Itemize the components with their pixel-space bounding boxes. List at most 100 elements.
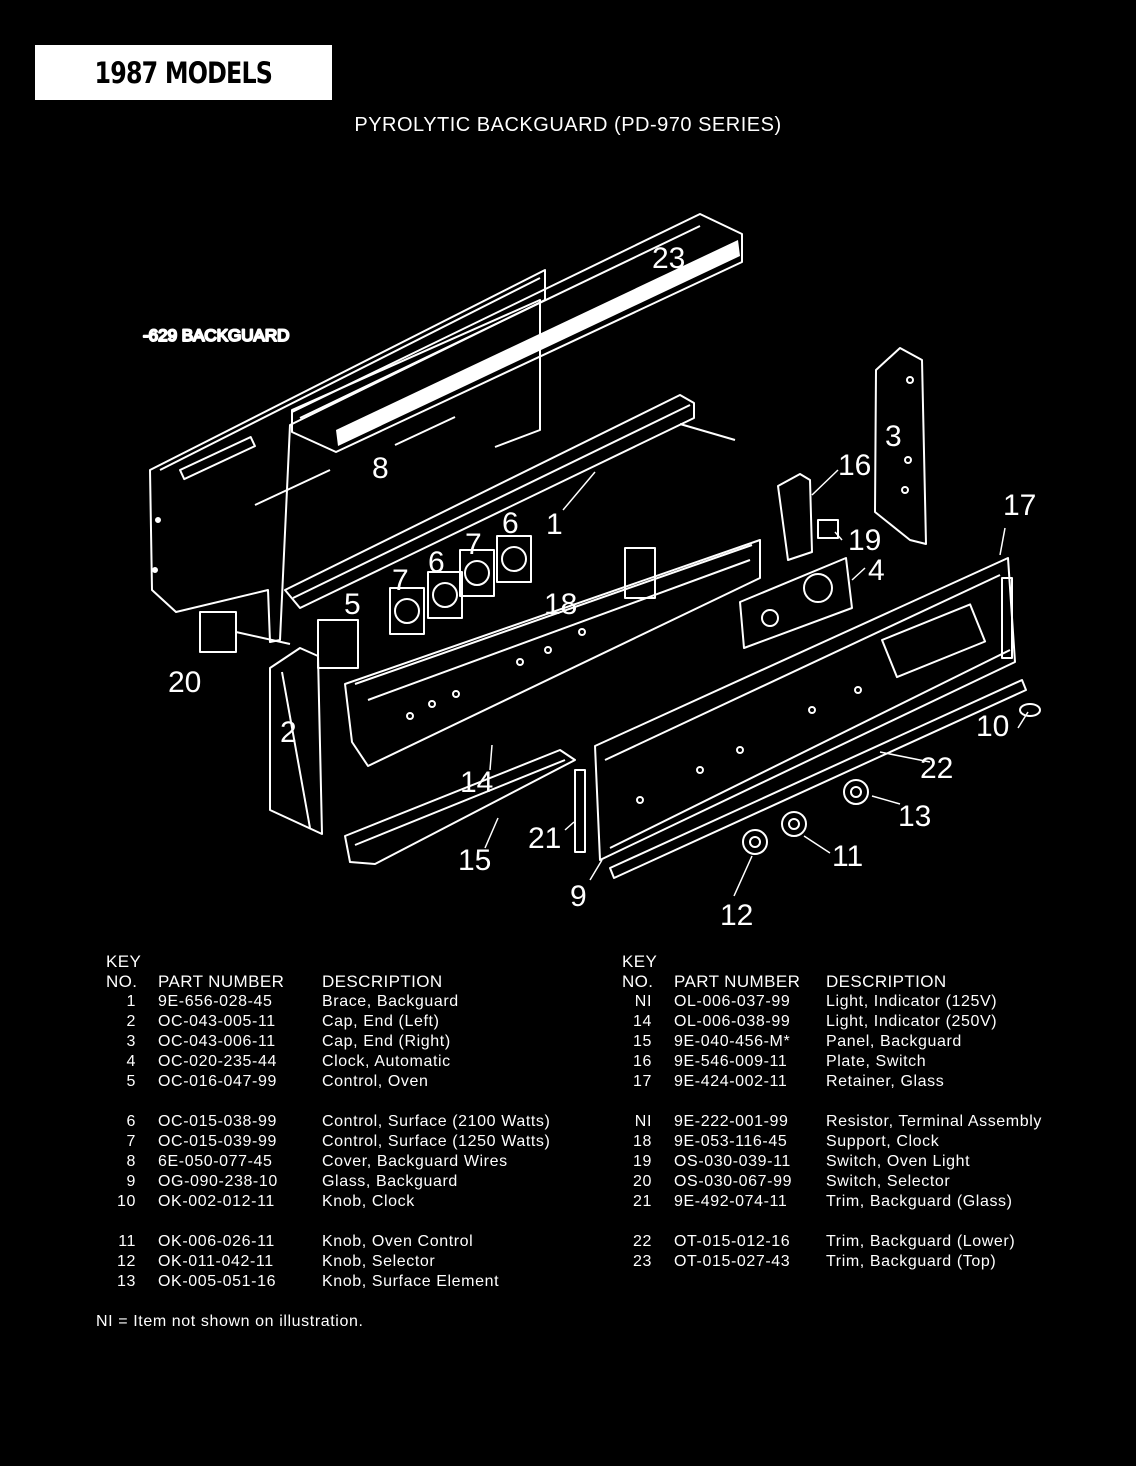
description: Panel, Backguard bbox=[826, 1033, 962, 1050]
key-no: 3 bbox=[126, 1033, 136, 1050]
footnote: NI = Item not shown on illustration. bbox=[96, 1313, 364, 1330]
part-number: OC-020-235-44 bbox=[158, 1053, 277, 1070]
key-no: 9 bbox=[126, 1173, 136, 1190]
right-key-header: KEY bbox=[622, 952, 658, 971]
callout-6: 6 bbox=[502, 507, 519, 540]
callout-14: 14 bbox=[460, 766, 493, 799]
part-number: OK-006-026-11 bbox=[158, 1233, 275, 1250]
key-no: 23 bbox=[633, 1253, 652, 1270]
key-no: 10 bbox=[117, 1193, 136, 1210]
key-no: 7 bbox=[126, 1133, 136, 1150]
callout-11: 11 bbox=[832, 840, 863, 873]
parts-list: KEY KEY NO. PART NUMBER DESCRIPTION NO. … bbox=[0, 952, 1136, 1292]
description: Cap, End (Left) bbox=[322, 1013, 440, 1030]
part-number: OL-006-037-99 bbox=[674, 993, 791, 1010]
description: Support, Clock bbox=[826, 1133, 940, 1150]
part-number: OS-030-039-11 bbox=[674, 1153, 791, 1170]
callout-4: 4 bbox=[868, 554, 885, 587]
key-no: 13 bbox=[117, 1273, 136, 1290]
part-number: 9E-053-116-45 bbox=[674, 1133, 788, 1150]
part-trims bbox=[574, 679, 1027, 879]
part-end-cap-right bbox=[874, 347, 927, 545]
key-no: NI bbox=[634, 993, 652, 1010]
header-row: NO. PART NUMBER DESCRIPTION NO. PART NUM… bbox=[0, 972, 1136, 992]
key-no: NI bbox=[634, 1113, 652, 1130]
part-number: 9E-492-074-11 bbox=[674, 1193, 788, 1210]
description: Light, Indicator (125V) bbox=[826, 993, 998, 1010]
key-no: 1 bbox=[126, 993, 136, 1010]
callout-19: 19 bbox=[848, 524, 881, 557]
part-number: OK-011-042-11 bbox=[158, 1253, 274, 1270]
table-row: 8 6E-050-077-45 Cover, Backguard Wires 19 OS… bbox=[0, 1152, 1136, 1172]
table-row: 13 OK-005-051-16 Knob, Surface Element bbox=[0, 1272, 1136, 1292]
left-key-header: KEY bbox=[106, 952, 142, 971]
callout-18: 18 bbox=[544, 588, 577, 621]
part-number: OC-015-038-99 bbox=[158, 1113, 277, 1130]
description: Trim, Backguard (Lower) bbox=[826, 1233, 1016, 1250]
description: Light, Indicator (250V) bbox=[826, 1013, 998, 1030]
callout-21: 21 bbox=[528, 822, 561, 855]
part-end-cap-left bbox=[269, 647, 323, 835]
part-number: 9E-656-028-45 bbox=[158, 993, 273, 1010]
description: Cap, End (Right) bbox=[322, 1033, 451, 1050]
part-number: OC-043-006-11 bbox=[158, 1033, 276, 1050]
key-no: 12 bbox=[117, 1253, 136, 1270]
header-row-top: KEY KEY bbox=[0, 952, 1136, 972]
callout-17: 17 bbox=[1003, 489, 1036, 522]
description: Brace, Backguard bbox=[322, 993, 459, 1010]
callout-2: 2 bbox=[280, 716, 297, 749]
description: Knob, Selector bbox=[322, 1253, 436, 1270]
part-number: OK-002-012-11 bbox=[158, 1193, 275, 1210]
part-number: OS-030-067-99 bbox=[674, 1173, 793, 1190]
leader-lines bbox=[484, 469, 1029, 897]
callout-20: 20 bbox=[168, 666, 201, 699]
part-number: OC-016-047-99 bbox=[158, 1073, 277, 1090]
key-no: 15 bbox=[633, 1033, 652, 1050]
part-number: OK-005-051-16 bbox=[158, 1273, 277, 1290]
key-no: 19 bbox=[633, 1153, 652, 1170]
part-number: 9E-546-009-11 bbox=[674, 1053, 788, 1070]
callout-13: 13 bbox=[898, 800, 931, 833]
sublabel-backguard: -629 BACKGUARD bbox=[143, 326, 289, 345]
description: Knob, Clock bbox=[322, 1193, 415, 1210]
part-number: 6E-050-077-45 bbox=[158, 1153, 273, 1170]
description: Control, Oven bbox=[322, 1073, 429, 1090]
part-surface-controls bbox=[317, 535, 532, 669]
part-switch-plate bbox=[777, 473, 839, 561]
key-no: 20 bbox=[633, 1173, 652, 1190]
key-no: 8 bbox=[126, 1153, 136, 1170]
key-no: 11 bbox=[118, 1233, 136, 1250]
callout-15: 15 bbox=[458, 844, 491, 877]
part-number: OT-015-012-16 bbox=[674, 1233, 791, 1250]
part-number: 9E-222-001-99 bbox=[674, 1113, 789, 1130]
description: Cover, Backguard Wires bbox=[322, 1153, 508, 1170]
key-no: 18 bbox=[633, 1133, 652, 1150]
part-number: 9E-040-456-M* bbox=[674, 1033, 791, 1050]
left-key-no-header: NO. bbox=[106, 972, 138, 991]
callout-7: 7 bbox=[465, 528, 482, 561]
key-no: 22 bbox=[633, 1233, 652, 1250]
key-no: 2 bbox=[126, 1013, 136, 1030]
callout-3: 3 bbox=[885, 420, 902, 453]
description: Switch, Selector bbox=[826, 1173, 951, 1190]
description: Trim, Backguard (Top) bbox=[826, 1253, 997, 1270]
description: Trim, Backguard (Glass) bbox=[826, 1193, 1013, 1210]
callout-6: 6 bbox=[428, 546, 445, 579]
left-part-header: PART NUMBER bbox=[158, 972, 285, 991]
right-desc-header: DESCRIPTION bbox=[826, 972, 947, 991]
description: Retainer, Glass bbox=[826, 1073, 945, 1090]
description: Knob, Surface Element bbox=[322, 1273, 500, 1290]
group-gap bbox=[0, 1212, 1136, 1232]
callout-22: 22 bbox=[920, 752, 953, 785]
part-clock bbox=[739, 557, 853, 649]
description: Resistor, Terminal Assembly bbox=[826, 1113, 1042, 1130]
description: Plate, Switch bbox=[826, 1053, 927, 1070]
